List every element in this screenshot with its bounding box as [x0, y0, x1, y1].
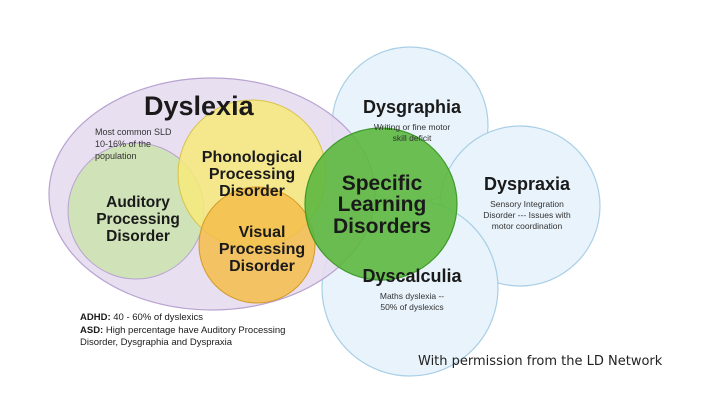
- sld-circle: [304, 127, 458, 281]
- auditory-line-2: Processing: [96, 211, 180, 228]
- sld-line-2: Learning: [338, 193, 427, 216]
- dyspraxia-desc-3: motor coordination: [492, 221, 563, 231]
- sld-line-3: Disorders: [333, 215, 431, 238]
- dyslexia-desc-1: Most common SLD: [95, 127, 172, 137]
- phonological-line-2: Processing: [209, 166, 295, 183]
- asd-label: ASD:: [80, 325, 104, 336]
- sld-line-1: Specific: [342, 172, 423, 195]
- dysgraphia-desc-1: Writing or fine motor: [374, 122, 451, 132]
- visual-circle: [198, 186, 316, 304]
- dyspraxia-title: Dyspraxia: [484, 174, 571, 194]
- adhd-note: ADHD: 40 - 60% of dyslexics: [80, 312, 203, 324]
- asd-text-2: Disorder, Dysgraphia and Dyspraxia: [80, 337, 233, 348]
- asd-text-1: High percentage have Auditory Processing: [105, 325, 286, 336]
- visual-line-3: Disorder: [229, 258, 295, 275]
- dyscalculia-title: Dyscalculia: [362, 266, 462, 286]
- dyscalculia-desc-2: 50% of dyslexics: [380, 302, 443, 312]
- dysgraphia-title: Dysgraphia: [363, 97, 462, 117]
- credit-text: With permission from the LD Network: [418, 354, 663, 369]
- phonological-line-1: Phonological: [202, 149, 302, 166]
- dyspraxia-desc-2: Disorder --- Issues with: [483, 210, 571, 220]
- dyslexia-desc-3: population: [95, 151, 137, 161]
- dyscalculia-desc-1: Maths dyslexia --: [380, 291, 444, 301]
- auditory-line-3: Disorder: [106, 228, 170, 245]
- dysgraphia-desc-2: skill deficit: [393, 133, 432, 143]
- dyslexia-title: Dyslexia: [144, 91, 255, 121]
- dyslexia-desc-2: 10-16% of the: [95, 139, 151, 149]
- adhd-label: ADHD:: [80, 312, 111, 323]
- visual-line-2: Processing: [219, 241, 305, 258]
- asd-note: ASD: High percentage have Auditory Proce…: [80, 325, 285, 349]
- visual-line-1: Visual: [239, 224, 286, 241]
- dyspraxia-desc-1: Sensory Integration: [490, 199, 564, 209]
- phonological-line-3: Disorder: [219, 183, 285, 200]
- adhd-text: 40 - 60% of dyslexics: [113, 312, 204, 323]
- auditory-line-1: Auditory: [106, 194, 170, 211]
